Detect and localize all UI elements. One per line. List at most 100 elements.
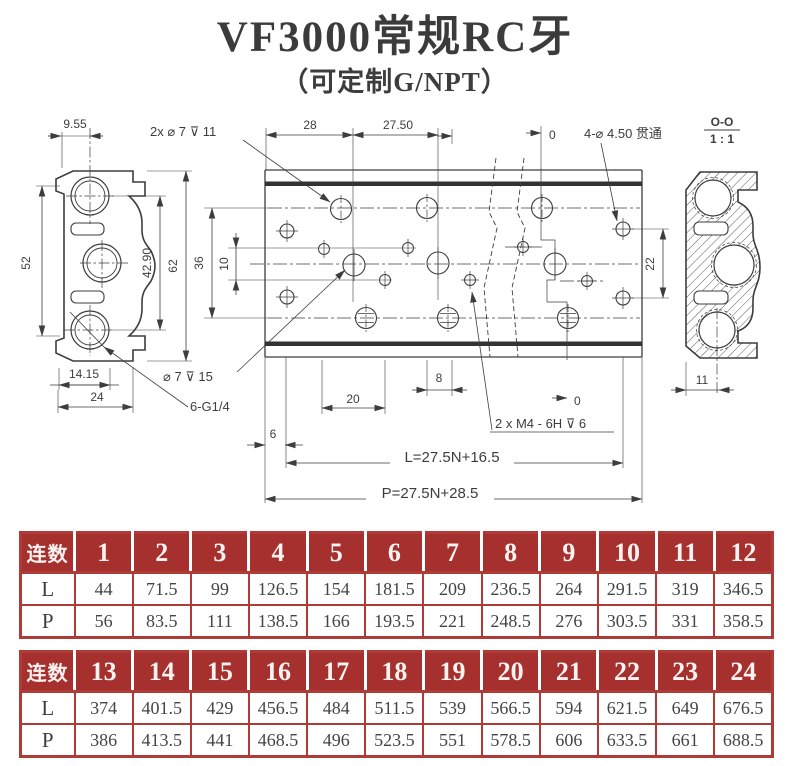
col-header-cell: 9 bbox=[538, 532, 598, 574]
col-header-cell: 13 bbox=[72, 651, 133, 693]
col-header-cell: 3 bbox=[189, 532, 249, 574]
value-cell: 386 bbox=[73, 723, 134, 758]
section-view: O-O 1 : 1 11 bbox=[671, 115, 761, 396]
value-cell: 264 bbox=[538, 571, 599, 606]
col-header-cell: 19 bbox=[421, 651, 482, 693]
section-scale: 1 : 1 bbox=[710, 132, 734, 146]
col-header-cell: 8 bbox=[480, 532, 540, 574]
dim-10: 10 bbox=[217, 257, 231, 271]
dim-42-90: 42.90 bbox=[140, 248, 154, 278]
col-header-cell: 7 bbox=[421, 532, 482, 574]
value-cell: 154 bbox=[306, 571, 367, 606]
col-header-cell: 6 bbox=[363, 532, 424, 574]
value-cell: 346.5 bbox=[713, 571, 774, 606]
value-cell: 374 bbox=[73, 690, 134, 725]
value-cell: 221 bbox=[422, 604, 483, 639]
row-label-cell: P bbox=[19, 723, 76, 758]
value-cell: 111 bbox=[189, 604, 250, 639]
value-cell: 539 bbox=[422, 690, 483, 725]
value-cell: 276 bbox=[538, 604, 599, 639]
dim-52: 52 bbox=[19, 256, 33, 270]
value-cell: 138.5 bbox=[247, 604, 309, 639]
col-header-cell: 15 bbox=[189, 651, 249, 693]
value-cell: 551 bbox=[422, 723, 483, 758]
value-cell: 566.5 bbox=[480, 690, 541, 725]
value-cell: 44 bbox=[73, 571, 134, 606]
dim-11: 11 bbox=[696, 373, 709, 387]
dim-28: 28 bbox=[303, 118, 317, 132]
dim-36: 36 bbox=[192, 256, 206, 270]
row-label-cell: L bbox=[19, 571, 76, 606]
value-cell: 401.5 bbox=[131, 690, 192, 725]
col-header-cell: 10 bbox=[596, 532, 657, 574]
value-cell: 496 bbox=[306, 723, 367, 758]
value-cell: 456.5 bbox=[247, 690, 309, 725]
col-header-cell: 16 bbox=[247, 651, 308, 693]
dim-8: 8 bbox=[436, 371, 443, 385]
callout-m4-label: 2 x M4 - 6H ⊽ 6 bbox=[495, 416, 586, 431]
value-cell: 511.5 bbox=[364, 690, 425, 725]
callout-through-holes-label: 4-⌀ 4.50 贯通 bbox=[584, 126, 662, 141]
value-cell: 291.5 bbox=[596, 571, 658, 606]
dim-27-50: 27.50 bbox=[383, 118, 413, 132]
technical-drawing: 9.55 52 42.90 62 14.15 24 2x ⌀ 7 ⊽ 1 bbox=[19, 115, 761, 503]
value-cell: 319 bbox=[655, 571, 716, 606]
page-title: VF3000常规RC牙 bbox=[216, 14, 574, 61]
value-cell: 181.5 bbox=[364, 571, 425, 606]
value-cell: 209 bbox=[422, 571, 483, 606]
value-cell: 523.5 bbox=[364, 723, 425, 758]
col-header-cell: 22 bbox=[596, 651, 657, 693]
col-header-cell: 23 bbox=[654, 651, 715, 693]
value-cell: 661 bbox=[655, 723, 716, 758]
value-cell: 71.5 bbox=[131, 571, 192, 606]
dim-20: 20 bbox=[346, 392, 360, 406]
dim-22: 22 bbox=[643, 257, 657, 271]
value-cell: 688.5 bbox=[713, 723, 774, 758]
dim-24: 24 bbox=[90, 390, 104, 404]
value-cell: 441 bbox=[189, 723, 250, 758]
left-end-view bbox=[55, 128, 156, 362]
col-header-cell: 14 bbox=[131, 651, 191, 693]
datum-zero-top: 0 bbox=[549, 128, 556, 142]
col-header-cell: 17 bbox=[305, 651, 366, 693]
value-cell: 303.5 bbox=[596, 604, 658, 639]
value-cell: 83.5 bbox=[131, 604, 192, 639]
value-cell: 413.5 bbox=[131, 723, 192, 758]
callout-ports-label: 6-G1/4 bbox=[190, 399, 230, 414]
value-cell: 248.5 bbox=[480, 604, 541, 639]
value-cell: 676.5 bbox=[713, 690, 774, 725]
corner-header-cell: 连数 bbox=[20, 651, 75, 693]
col-header-cell: 4 bbox=[247, 532, 308, 574]
value-cell: 193.5 bbox=[364, 604, 425, 639]
value-cell: 166 bbox=[306, 604, 367, 639]
formula-l: L=27.5N+16.5 bbox=[404, 449, 499, 466]
callout-top-holes-label: 2x ⌀ 7 ⊽ 11 bbox=[150, 124, 216, 139]
dim-14-15: 14.15 bbox=[69, 367, 99, 381]
section-name: O-O bbox=[711, 115, 734, 129]
dim-62: 62 bbox=[166, 259, 180, 273]
value-cell: 429 bbox=[189, 690, 250, 725]
callout-mid-holes-label: ⌀ 7 ⊽ 15 bbox=[163, 369, 213, 384]
corner-header-cell: 连数 bbox=[20, 532, 75, 574]
col-header-cell: 11 bbox=[654, 532, 715, 574]
col-header-cell: 12 bbox=[712, 532, 773, 574]
plan-view bbox=[204, 128, 643, 503]
col-header-cell: 1 bbox=[72, 532, 133, 574]
value-cell: 56 bbox=[73, 604, 134, 639]
callouts-left: 2x ⌀ 7 ⊽ 11 ⌀ 7 ⊽ 15 6-G1/4 bbox=[69, 124, 346, 414]
value-cell: 578.5 bbox=[480, 723, 541, 758]
plan-view-dimensions: 28 27.50 0 0 4-⌀ 4.50 贯通 22 36 10 bbox=[192, 118, 669, 503]
col-header-cell: 5 bbox=[305, 532, 366, 574]
value-cell: 358.5 bbox=[713, 604, 774, 639]
value-cell: 236.5 bbox=[480, 571, 541, 606]
value-cell: 621.5 bbox=[596, 690, 658, 725]
dim-9-55: 9.55 bbox=[63, 117, 87, 131]
